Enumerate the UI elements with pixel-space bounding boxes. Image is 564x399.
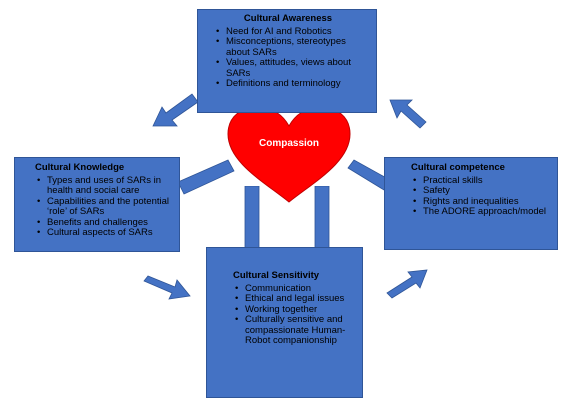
sensitivity-title: Cultural Sensitivity	[233, 270, 320, 281]
arrow-knowledge-to-sensitivity	[143, 275, 191, 300]
list-item: Types and uses of SARs in health and soc…	[35, 175, 175, 197]
list-item: Practical skills	[411, 175, 553, 187]
heart-icon	[227, 106, 351, 203]
list-item: Misconceptions, stereotypes about SARs	[214, 36, 370, 58]
list-item: Rights and inequalities	[411, 196, 553, 208]
list-item: Definitions and terminology	[214, 78, 370, 90]
competence-title: Cultural competence	[411, 162, 505, 173]
connector-left	[177, 159, 235, 195]
list-item: Culturally sensitive and compassionate H…	[233, 314, 358, 347]
sensitivity-list: Communication Ethical and legal issues W…	[233, 283, 358, 347]
list-item: The ADORE approach/model	[411, 206, 553, 218]
list-item: Ethical and legal issues	[233, 293, 358, 305]
sensitivity-box: Cultural Sensitivity Communication Ethic…	[206, 247, 363, 398]
competence-list: Practical skills Safety Rights and inequ…	[411, 175, 553, 218]
knowledge-list: Types and uses of SARs in health and soc…	[35, 175, 175, 239]
heart-label: Compassion	[258, 138, 319, 149]
list-item: Values, attitudes, views about SARs	[214, 57, 370, 79]
awareness-title: Cultural Awareness	[243, 13, 333, 24]
list-item: Benefits and challenges	[35, 217, 175, 229]
knowledge-box: Cultural Knowledge Types and uses of SAR…	[14, 157, 180, 252]
arrow-awareness-to-knowledge	[152, 93, 199, 127]
list-item: Safety	[411, 185, 553, 197]
list-item: Cultural aspects of SARs	[35, 227, 175, 239]
knowledge-title: Cultural Knowledge	[35, 162, 125, 173]
arrow-sensitivity-to-competence	[386, 269, 428, 299]
competence-box: Cultural competence Practical skills Saf…	[384, 157, 558, 250]
list-item: Working together	[233, 304, 358, 316]
awareness-list: Need for AI and Robotics Misconceptions,…	[214, 26, 370, 90]
list-item: Need for AI and Robotics	[214, 26, 370, 38]
list-item: Communication	[233, 283, 358, 295]
list-item: Capabilities and the potential ‘role’ of…	[35, 196, 175, 218]
awareness-box: Cultural Awareness Need for AI and Robot…	[197, 9, 377, 113]
arrow-competence-to-awareness	[389, 99, 427, 129]
